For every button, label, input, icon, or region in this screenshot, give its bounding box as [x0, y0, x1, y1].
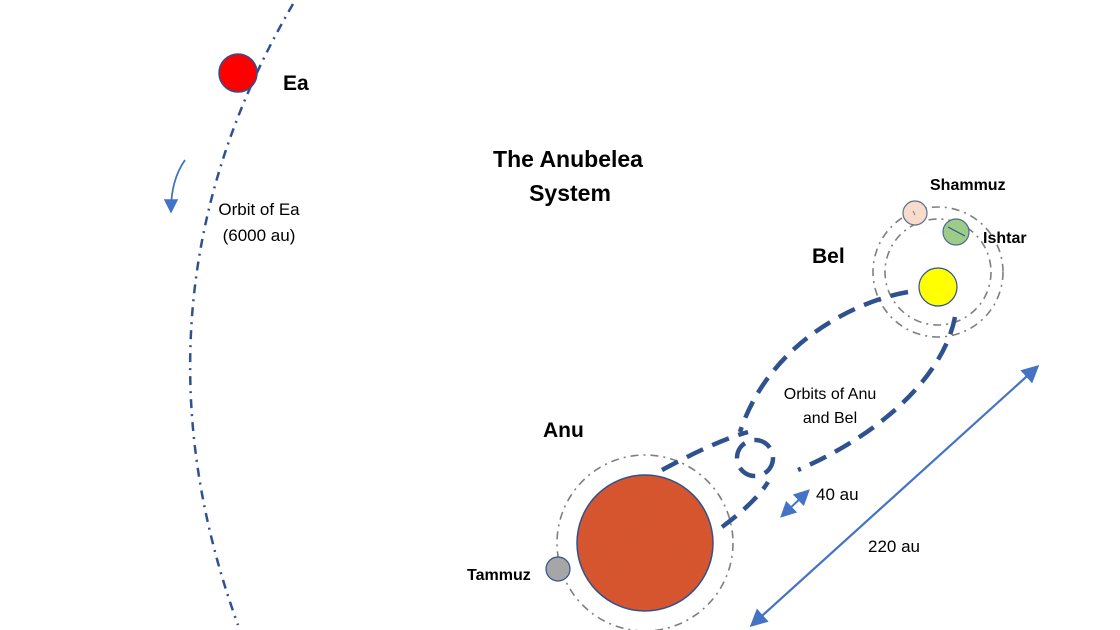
ishtar-marker [947, 226, 966, 237]
tammuz-label: Tammuz [467, 567, 531, 584]
anu-planet-texture [578, 476, 712, 610]
bel-star [918, 267, 958, 307]
orbits-anubel-label-line2: and Bel [803, 410, 857, 427]
anu-label: Anu [543, 419, 584, 442]
distance-40-label: 40 au [816, 485, 859, 504]
shammuz-marker [912, 210, 916, 216]
shammuz-moon [902, 200, 928, 226]
ea-orbit [188, 3, 295, 626]
distance-40-arrow [780, 489, 810, 518]
bel-moon-orbit-outer [872, 206, 1004, 338]
tammuz-moon [545, 556, 571, 582]
orbit-ea-label-line1: Orbit of Ea [218, 200, 300, 219]
ishtar-moon [942, 218, 970, 246]
orbit-ea-label-line2: (6000 au) [223, 226, 296, 245]
bel-moon-orbit-inner [884, 218, 992, 326]
orbits-anubel-label-line1: Orbits of Anu [784, 386, 877, 403]
diagram-title-line2: System [529, 180, 611, 206]
diagram-title-line1: The Anubelea [493, 146, 643, 172]
ea-direction-arrow [163, 159, 186, 214]
ea-planet [218, 53, 258, 93]
distance-220-label: 220 au [868, 537, 920, 556]
shammuz-label: Shammuz [930, 177, 1006, 194]
bel-label: Bel [812, 245, 845, 268]
ishtar-label: Ishtar [983, 230, 1027, 247]
distance-220-arrow [749, 365, 1040, 627]
anu-moon-orbit [556, 454, 734, 630]
ea-label: Ea [283, 72, 309, 95]
